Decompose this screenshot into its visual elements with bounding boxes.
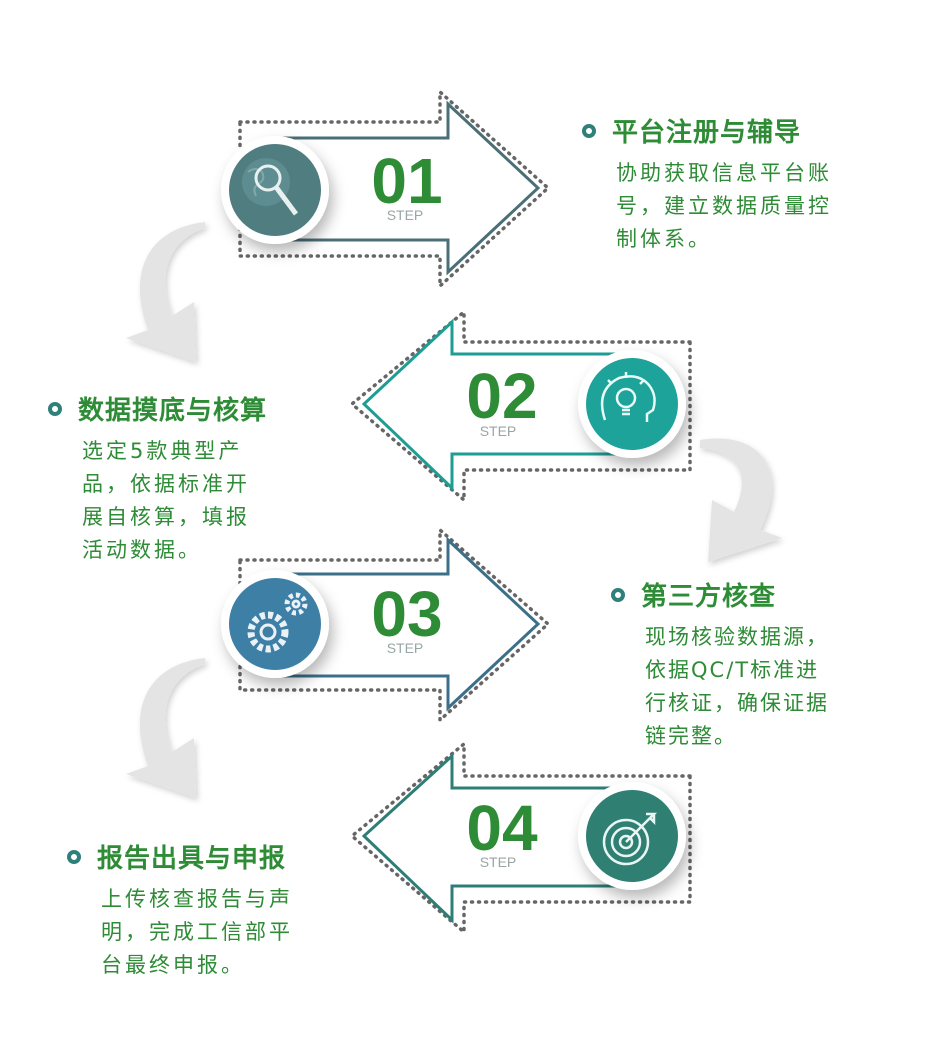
step-03-badge xyxy=(229,578,321,670)
step-04-title: 报告出具与申报 xyxy=(97,844,287,874)
step-arrow-04: 04 STEP xyxy=(349,740,692,936)
step-02-number: 02 xyxy=(466,360,537,432)
step-03-desc-line: 链完整。 xyxy=(645,724,737,748)
step-03-text: 第三方核查 现场核验数据源， 依据QC/T标准进 行核证，确保证据 链完整。 xyxy=(611,576,911,753)
step-01-number: 01 xyxy=(371,145,442,217)
bullet-icon xyxy=(67,849,81,864)
connector-arrow-1-2 xyxy=(126,222,205,362)
step-01-title: 平台注册与辅导 xyxy=(612,118,802,148)
connector-arrow-3-4 xyxy=(126,658,205,798)
step-04-number: 04 xyxy=(466,792,538,864)
step-03-desc-line: 行核证，确保证据 xyxy=(645,691,829,715)
step-arrow-03: 03 STEP xyxy=(221,526,551,724)
step-01-desc-line: 协助获取信息平台账 xyxy=(616,161,832,185)
step-01-text: 平台注册与辅导 协助获取信息平台账 号，建立数据质量控 制体系。 xyxy=(582,112,882,256)
step-03-label: STEP xyxy=(387,640,424,656)
bullet-icon xyxy=(582,123,596,138)
connector-arrow-2-3 xyxy=(700,438,782,562)
step-02-desc-line: 活动数据。 xyxy=(82,538,202,562)
target-arrow-icon xyxy=(602,812,658,866)
step-04-text: 报告出具与申报 上传核查报告与声 明，完成工信部平 台最终申报。 xyxy=(67,838,367,982)
step-arrow-01: 01 STEP xyxy=(221,88,551,290)
lightbulb-head-icon xyxy=(600,372,656,422)
step-02-desc-line: 展自核算，填报 xyxy=(82,505,250,529)
step-04-label: STEP xyxy=(480,854,517,870)
step-02-label: STEP xyxy=(480,423,517,439)
magnifier-globe-icon xyxy=(242,158,299,216)
step-03-title: 第三方核查 xyxy=(641,582,777,612)
step-02-desc-line: 品，依据标准开 xyxy=(82,472,250,496)
step-04-desc-line: 上传核查报告与声 xyxy=(101,887,293,911)
gears-icon xyxy=(247,592,308,653)
step-03-number: 03 xyxy=(371,578,442,650)
bullet-icon xyxy=(611,587,625,602)
step-03-desc-line: 依据QC/T标准进 xyxy=(645,658,820,682)
step-01-desc-line: 号，建立数据质量控 xyxy=(616,194,832,218)
step-02-desc-line: 选定5款典型产 xyxy=(82,439,243,463)
step-01-desc-line: 制体系。 xyxy=(616,227,712,251)
step-04-desc-line: 台最终申报。 xyxy=(101,953,245,977)
step-arrow-02: 02 STEP xyxy=(349,308,692,504)
step-01-label: STEP xyxy=(387,207,424,223)
step-02-text: 数据摸底与核算 选定5款典型产 品，依据标准开 展自核算，填报 活动数据。 xyxy=(48,390,348,567)
bullet-icon xyxy=(48,401,62,416)
step-04-desc-line: 明，完成工信部平 xyxy=(101,920,293,944)
step-03-desc-line: 现场核验数据源， xyxy=(645,625,829,649)
step-02-title: 数据摸底与核算 xyxy=(78,396,268,426)
